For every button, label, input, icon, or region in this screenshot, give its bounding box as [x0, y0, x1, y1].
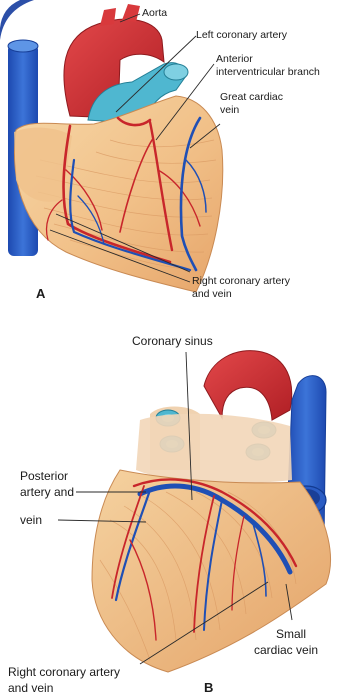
label-aorta: Aorta [142, 7, 167, 19]
corner-arc-decoration [0, 0, 34, 40]
label-posterior-artery-vein-line2: artery and [20, 485, 74, 499]
label-small-cardiac-vein-line2: cardiac vein [254, 643, 318, 657]
label-great-cardiac-vein-line2: vein [220, 104, 239, 116]
panel-letter-a: A [36, 286, 46, 301]
label-great-cardiac-vein-line1: Great cardiac [220, 91, 283, 103]
panel-letter-b: B [204, 680, 213, 695]
left-atrium-b [136, 414, 292, 483]
label-small-cardiac-vein-line1: Small [276, 627, 306, 641]
label-right-coronary-artery-vein-a-line1: Right coronary artery [192, 275, 291, 287]
label-anterior-interventricular-branch-line2: interventricular branch [216, 66, 320, 78]
aorta-b [204, 351, 292, 420]
label-right-coronary-artery-vein-b-line1: Right coronary artery [8, 665, 120, 679]
figure-b: Coronary sinus Posterior artery and vein… [8, 334, 330, 695]
label-coronary-sinus: Coronary sinus [132, 334, 213, 348]
figure-a: Aorta Left coronary artery Anterior inte… [0, 0, 320, 301]
label-posterior-artery-vein-line1: Posterior [20, 469, 68, 483]
label-right-coronary-artery-vein-a-line2: and vein [192, 288, 232, 300]
label-posterior-artery-vein-line3: vein [20, 513, 42, 527]
label-right-coronary-artery-vein-b-line2: and vein [8, 681, 53, 695]
label-anterior-interventricular-branch-line1: Anterior [216, 53, 253, 65]
label-left-coronary-artery: Left coronary artery [196, 29, 288, 41]
